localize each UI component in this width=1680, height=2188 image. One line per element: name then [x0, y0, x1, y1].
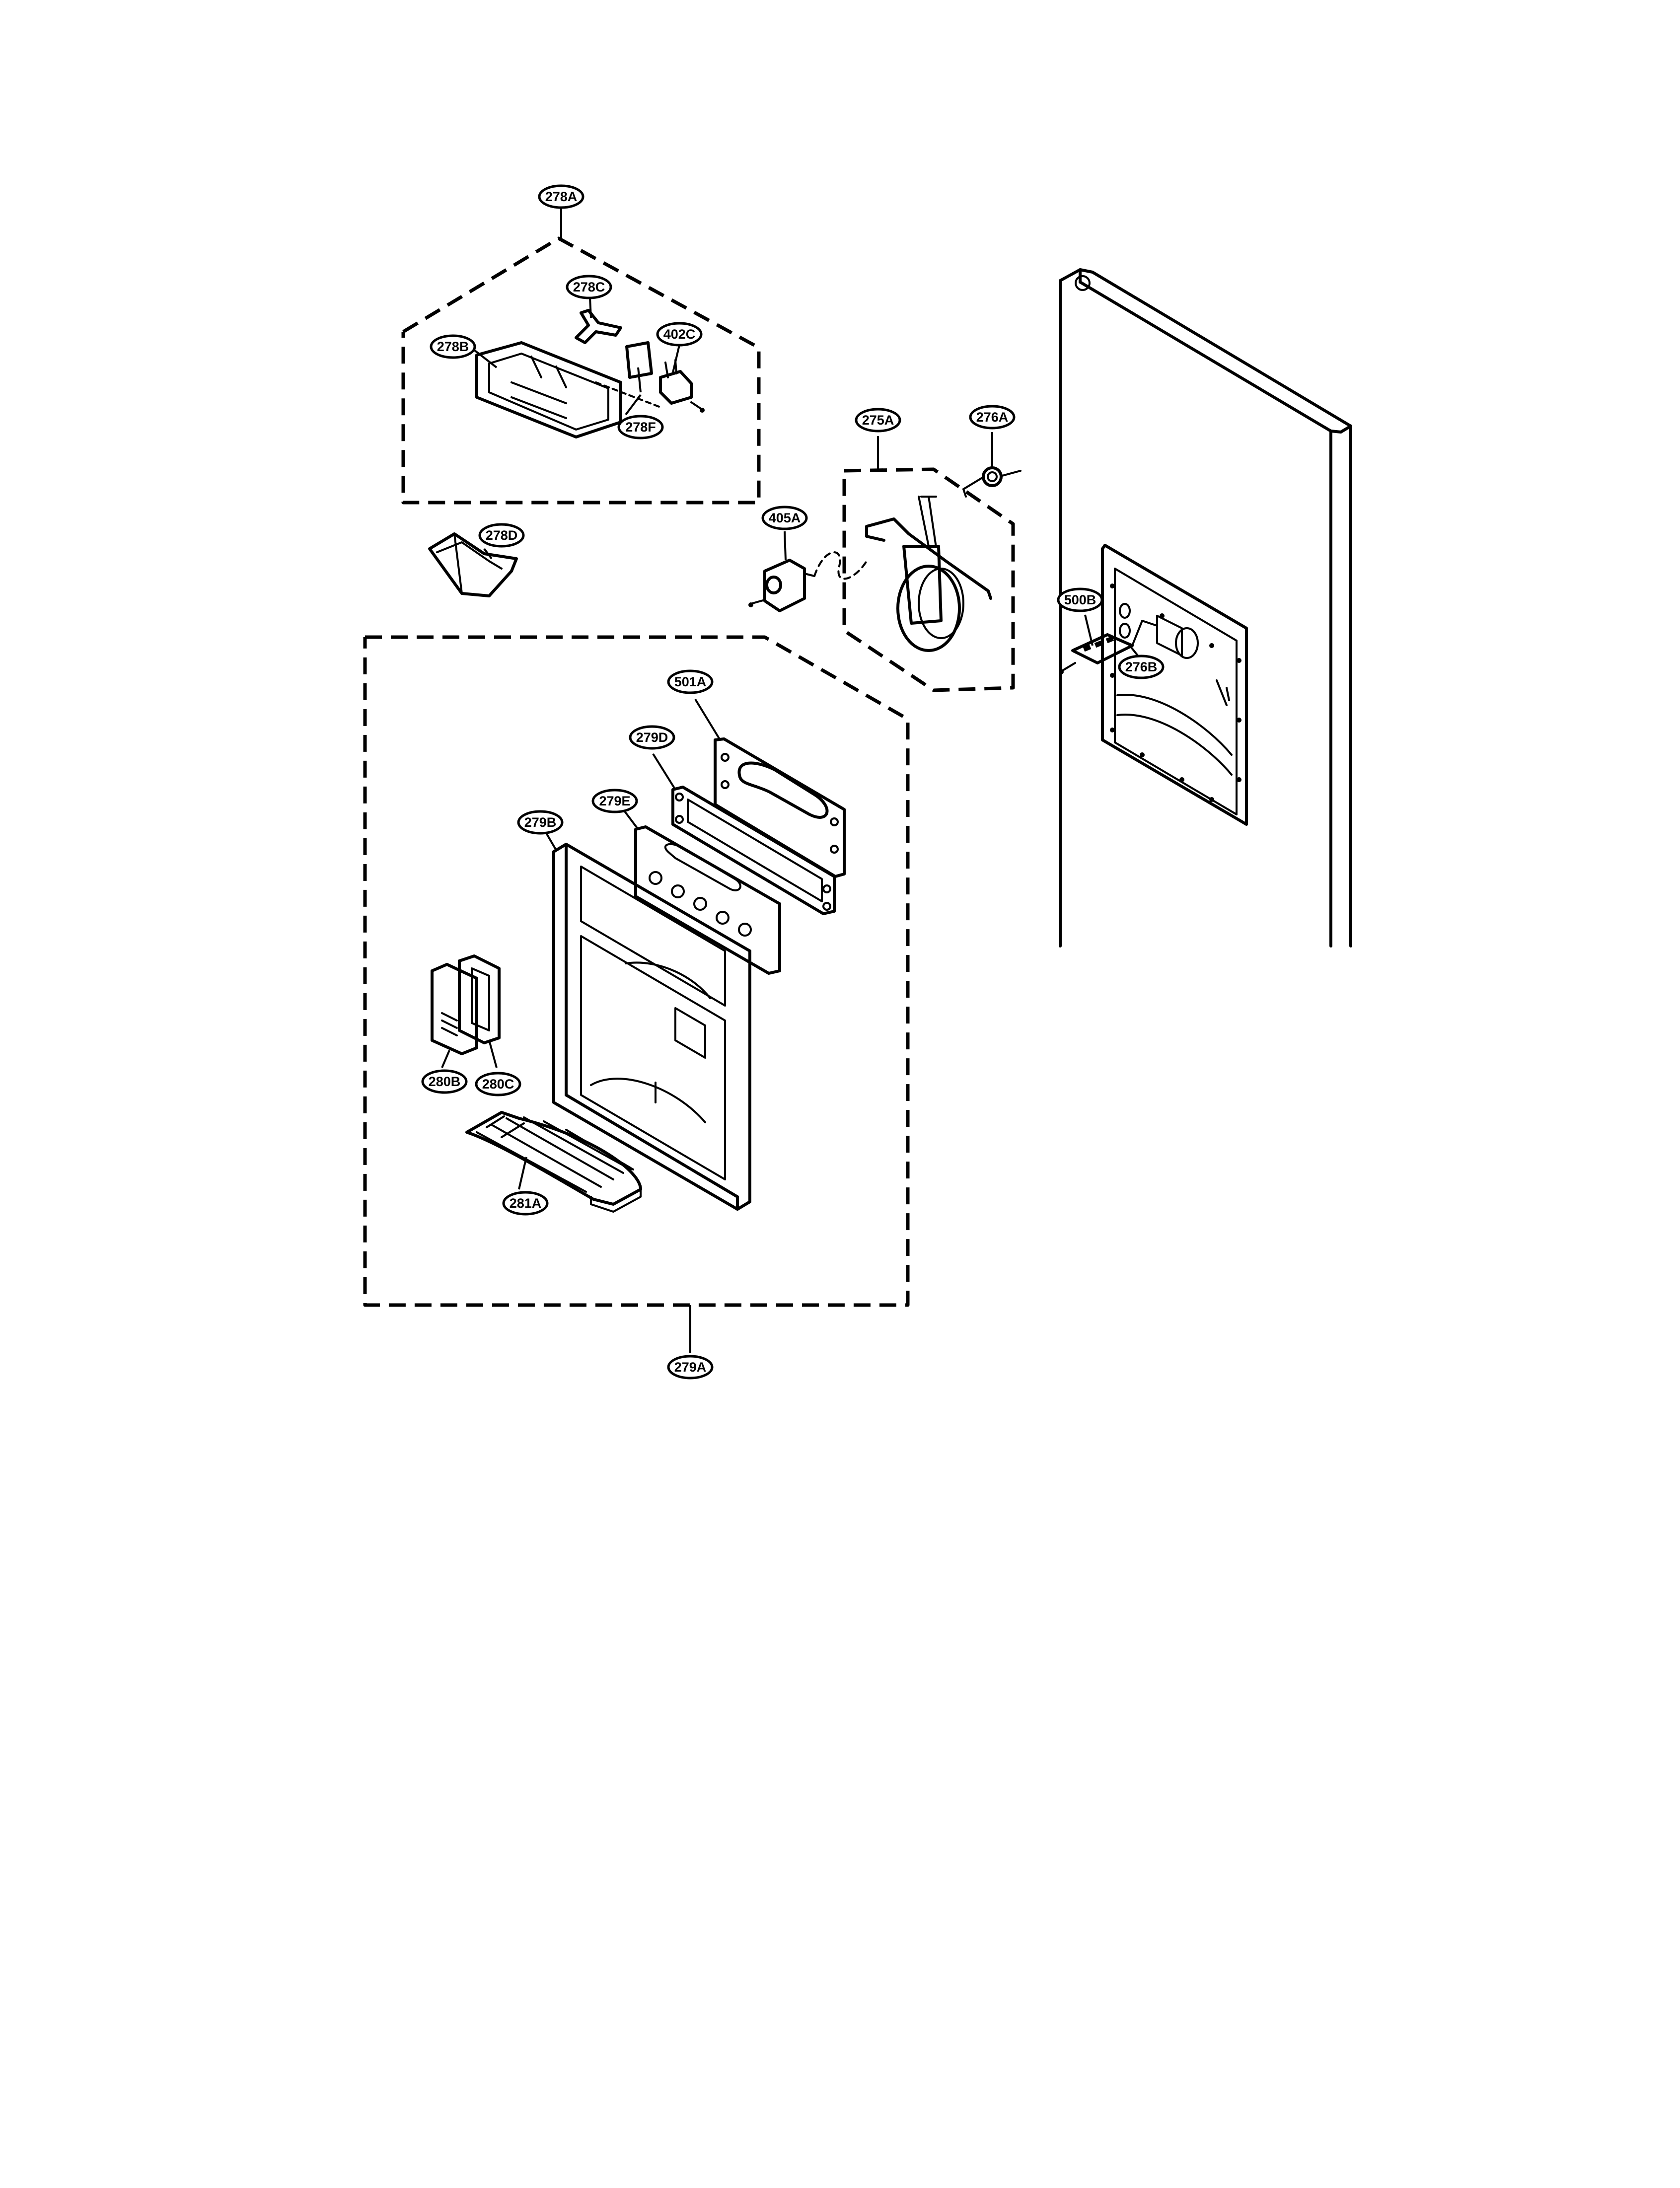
part-278F-plate [595, 341, 661, 416]
callout-276B: 276B [1118, 655, 1165, 679]
svg-text:501A: 501A [674, 674, 707, 689]
svg-text:280C: 280C [482, 1077, 514, 1092]
callout-500B: 500B [1057, 587, 1103, 612]
callout-280B: 280B [421, 1069, 468, 1094]
part-276A-spring [962, 432, 1022, 498]
part-405A-solenoid [748, 531, 868, 612]
svg-text:402C: 402C [663, 327, 696, 342]
svg-text:278A: 278A [545, 189, 578, 204]
part-276B-bracket [1129, 620, 1158, 659]
svg-text:276B: 276B [1125, 659, 1158, 674]
svg-text:279B: 279B [524, 815, 557, 830]
svg-text:280B: 280B [429, 1074, 461, 1089]
svg-text:279E: 279E [599, 794, 630, 808]
svg-text:279A: 279A [674, 1360, 707, 1375]
assembly-278A-boundary [401, 208, 761, 505]
callout-278B: 278B [430, 334, 476, 359]
svg-text:275A: 275A [862, 413, 894, 428]
callout-275A: 275A [855, 408, 901, 433]
callout-402C: 402C [656, 322, 703, 347]
callout-279A: 279A [667, 1355, 714, 1380]
assembly-275A-boundary [842, 436, 1015, 692]
part-275A-motor [865, 496, 992, 652]
svg-text:405A: 405A [769, 511, 801, 525]
svg-text:500B: 500B [1064, 592, 1096, 607]
svg-text:278D: 278D [486, 528, 518, 543]
part-279B-cover [538, 819, 751, 1211]
part-278B-housing [473, 341, 622, 438]
svg-text:278F: 278F [625, 420, 656, 435]
svg-text:278C: 278C [573, 280, 605, 294]
part-402C-switch [659, 345, 705, 413]
callout-280C: 280C [475, 1072, 521, 1096]
part-280C-bracket [458, 954, 501, 1068]
callout-279B: 279B [517, 810, 564, 835]
assembly-279A-boundary [363, 635, 910, 1353]
svg-text:278B: 278B [437, 339, 469, 354]
callout-278A: 278A [538, 184, 584, 209]
part-279D-frame [652, 753, 836, 915]
part-281A-drip-tray [465, 1111, 642, 1213]
callout-279E: 279E [591, 789, 638, 813]
callout-278F: 278F [617, 415, 664, 439]
part-278D-chute [428, 532, 518, 597]
callout-276A: 276A [969, 405, 1016, 430]
callout-278D: 278D [478, 523, 525, 548]
callout-281A: 281A [502, 1191, 549, 1216]
part-280B-button [431, 963, 478, 1068]
refrigerator-door [1059, 268, 1352, 948]
callout-279D: 279D [629, 725, 675, 750]
callout-278C: 278C [566, 275, 612, 299]
part-278C-lever [575, 297, 622, 344]
svg-text:281A: 281A [510, 1196, 542, 1211]
svg-text:276A: 276A [976, 410, 1009, 425]
callout-501A: 501A [667, 669, 714, 694]
svg-text:279D: 279D [636, 730, 668, 745]
callout-405A: 405A [761, 506, 808, 530]
